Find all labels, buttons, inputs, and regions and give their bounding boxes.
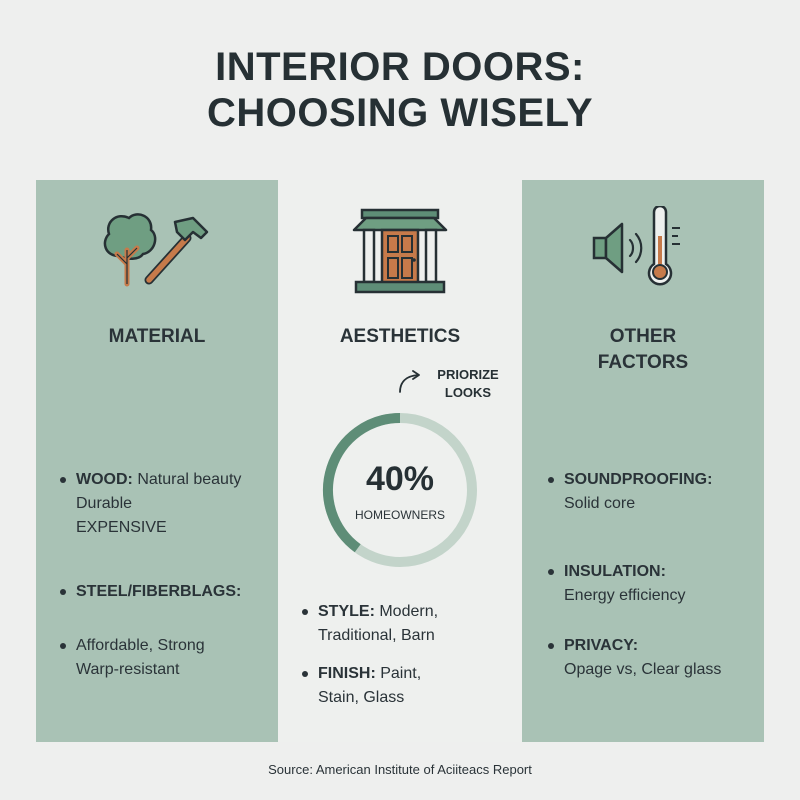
other-factors-title: OTHER FACTORS [522, 324, 764, 376]
other-title-line-1: OTHER [609, 326, 677, 347]
privacy-item: PRIVACY: Opage vs, Clear glass [548, 634, 722, 682]
insulation-item: INSULATION: Energy efficiency [548, 560, 686, 608]
speaker-icon [592, 222, 643, 274]
wood-text-2: Durable [76, 495, 133, 512]
bullet-dot [302, 671, 308, 677]
insulation-label: INSULATION: [564, 563, 666, 580]
style-item: STYLE: Modern, Traditional, Barn [302, 600, 439, 648]
finish-label: FINISH: [318, 665, 376, 682]
aesthetics-icons [278, 206, 522, 298]
annotation-line-1: PRIORIZE [437, 367, 499, 382]
page-title: INTERIOR DOORS: CHOOSING WISELY [0, 44, 800, 136]
bullet-dot [60, 643, 66, 649]
wood-label: WOOD: [76, 471, 133, 488]
bullet-dot [548, 569, 554, 575]
style-text-2: Traditional, Barn [318, 627, 435, 644]
stat-value: 40% [365, 460, 435, 498]
thermometer-icon [647, 206, 680, 286]
stat-label: HOMEOWNERS [355, 508, 445, 522]
style-label: STYLE: [318, 603, 375, 620]
steel-desc-1: Affordable, Strong [76, 637, 205, 654]
bullet-dot [302, 609, 308, 615]
material-title: MATERIAL [108, 326, 206, 347]
finish-text-2: Stain, Glass [318, 689, 405, 706]
wood-text-3: EXPENSIVE [76, 519, 167, 536]
tree-icon [103, 213, 157, 287]
donut-value-arc [323, 413, 401, 553]
title-line-2: CHOOSING WISELY [206, 91, 594, 135]
source-note: Source: American Institute of Aciiteacs … [268, 762, 532, 777]
aesthetics-panel: AESTHETICS PRIORIZE LOOKS 40% HOMEOWNERS… [278, 180, 522, 742]
soundproofing-label: SOUNDPROOFING: [564, 471, 713, 488]
material-icons [36, 206, 278, 298]
annotation-line-2: LOOKS [444, 385, 492, 400]
hammer-icon [144, 216, 209, 285]
door-icon [352, 208, 448, 294]
style-text-1: Modern, [374, 603, 439, 620]
wood-item: WOOD: Natural beauty Durable EXPENSIVE [60, 468, 242, 540]
privacy-text: Opage vs, Clear glass [564, 661, 722, 678]
finish-item: FINISH: Paint, Stain, Glass [302, 662, 422, 710]
steel-desc-item: Affordable, Strong Warp-resistant [60, 634, 205, 682]
bullet-dot [548, 477, 554, 483]
aesthetics-title: AESTHETICS [339, 326, 461, 347]
other-icons [522, 206, 764, 298]
other-factors-panel: OTHER FACTORS SOUNDPROOFING: Solid core … [522, 180, 764, 742]
bullet-dot [548, 643, 554, 649]
finish-text-1: Paint, [375, 665, 422, 682]
insulation-text: Energy efficiency [564, 587, 686, 604]
steel-desc-2: Warp-resistant [76, 661, 180, 678]
privacy-label: PRIVACY: [564, 637, 639, 654]
steel-item: STEEL/FIBERBLAGS: [60, 580, 242, 604]
steel-label: STEEL/FIBERBLAGS: [76, 583, 242, 600]
curved-arrow-icon [399, 370, 420, 393]
bullet-dot [60, 477, 66, 483]
priorize-annotation: PRIORIZE LOOKS [428, 366, 508, 402]
title-line-1: INTERIOR DOORS: [215, 45, 585, 89]
material-panel: MATERIAL WOOD: Natural beauty Durable EX… [36, 180, 278, 742]
bullet-dot [60, 589, 66, 595]
homeowners-donut: 40% HOMEOWNERS [320, 410, 480, 570]
other-title-line-2: FACTORS [597, 352, 689, 373]
soundproofing-item: SOUNDPROOFING: Solid core [548, 468, 713, 516]
wood-text-1: Natural beauty [132, 471, 242, 488]
soundproofing-text: Solid core [564, 495, 636, 512]
